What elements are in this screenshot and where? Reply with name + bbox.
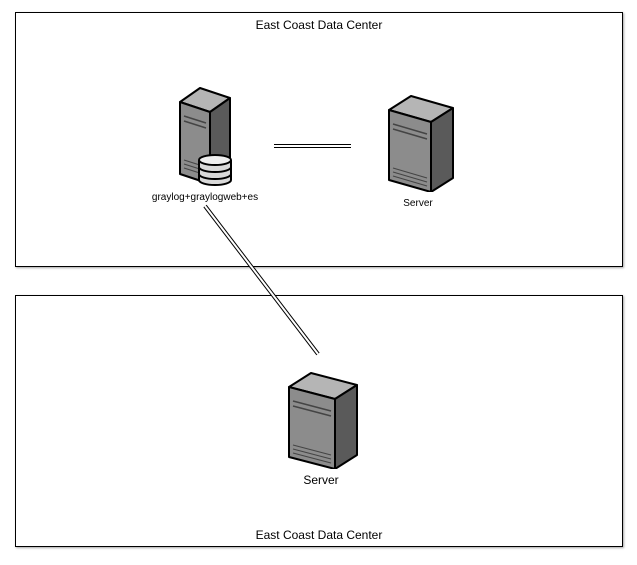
node-label-server-bottom: Server: [303, 473, 339, 487]
zone-title-top: East Coast Data Center: [255, 18, 383, 32]
server-database-icon: [179, 87, 232, 186]
server-icon: [288, 372, 358, 469]
node-server-bottom[interactable]: Server: [276, 363, 366, 487]
zone-title-bottom: East Coast Data Center: [255, 528, 383, 542]
node-server-right[interactable]: Server: [378, 86, 458, 209]
node-label-graylog: graylog+graylogweb+es: [151, 192, 259, 203]
server-icon: [388, 95, 454, 192]
data-center-zone-top: East Coast Data Center: [15, 12, 623, 267]
node-label-server-right: Server: [403, 198, 433, 209]
node-graylog[interactable]: graylog+graylogweb+es: [140, 82, 270, 203]
